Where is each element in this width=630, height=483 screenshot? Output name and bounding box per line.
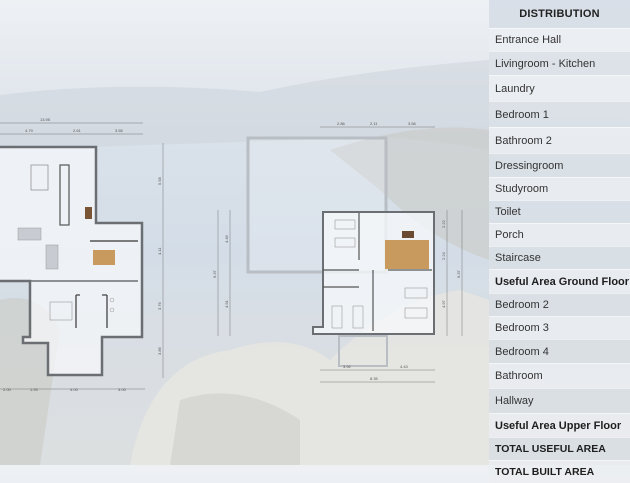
- table-row: Dressingroom: [489, 153, 630, 177]
- table-row-total: TOTAL BUILT AREA: [489, 460, 630, 483]
- distribution-table: DISTRIBUTION Entrance Hall Livingroom - …: [489, 0, 630, 483]
- ground-floor-plan: 13.95 4.79 2.61 3.55 5.58 4.11 3.76 3.86…: [0, 117, 164, 392]
- table-row: Livingroom - Kitchen: [489, 51, 630, 75]
- table-row: Bedroom 1: [489, 101, 630, 127]
- floor-plans: 13.95 4.79 2.61 3.55 5.58 4.11 3.76 3.86…: [0, 117, 463, 392]
- dim-label: 2.11: [370, 121, 378, 126]
- table-row: Staircase: [489, 246, 630, 269]
- table-row: Entrance Hall: [489, 28, 630, 51]
- dim-label: 4.05: [70, 387, 79, 392]
- table-row: Bedroom 2: [489, 293, 630, 316]
- dim-label: 4.97: [441, 299, 446, 308]
- dim-label: 8.35: [370, 376, 379, 381]
- table-row-subtotal: Useful Area Ground Floor: [489, 269, 630, 293]
- dim-label: 2.61: [73, 128, 82, 133]
- dim-label: 4.79: [25, 128, 34, 133]
- table-row: Toilet: [489, 200, 630, 223]
- dim-label: 13.95: [40, 117, 51, 122]
- table-header: DISTRIBUTION: [489, 0, 630, 28]
- dim-label: 4.46: [224, 234, 229, 243]
- dim-label: 2.24: [441, 251, 446, 260]
- table-body: Entrance Hall Livingroom - Kitchen Laund…: [489, 28, 630, 483]
- table-row: Laundry: [489, 75, 630, 101]
- dim-label: 4.91: [224, 299, 229, 308]
- dim-label: 3.86: [157, 346, 162, 355]
- dim-label: 4.43: [400, 364, 409, 369]
- table-row-total: TOTAL USEFUL AREA: [489, 437, 630, 460]
- table-row: Hallway: [489, 388, 630, 413]
- table-row: Studyroom: [489, 177, 630, 200]
- table-row: Bedroom 4: [489, 339, 630, 363]
- table-row: Bedroom 3: [489, 316, 630, 339]
- upper-floor-plan: 2.86 2.11 3.56 9.37 4.46 4.91 2.22 2.24 …: [212, 121, 463, 383]
- dim-label: 1.93: [30, 387, 39, 392]
- dim-label: 9.37: [212, 269, 217, 278]
- table-row: Bathroom: [489, 363, 630, 388]
- dim-label: 9.37: [456, 269, 461, 278]
- table-row: Bathroom 2: [489, 127, 630, 153]
- dim-label: 4.11: [157, 247, 162, 255]
- dim-label: 2.00: [3, 387, 12, 392]
- table-row: Porch: [489, 223, 630, 246]
- dim-label: 3.92: [343, 364, 352, 369]
- dim-label: 3.56: [408, 121, 417, 126]
- dim-label: 2.86: [337, 121, 346, 126]
- dim-label: 5.58: [157, 176, 162, 185]
- dim-label: 2.22: [441, 219, 446, 228]
- dim-label: 3.05: [118, 387, 127, 392]
- dim-label: 3.55: [115, 128, 124, 133]
- dim-label: 3.76: [157, 301, 162, 310]
- table-row-subtotal: Useful Area Upper Floor: [489, 413, 630, 437]
